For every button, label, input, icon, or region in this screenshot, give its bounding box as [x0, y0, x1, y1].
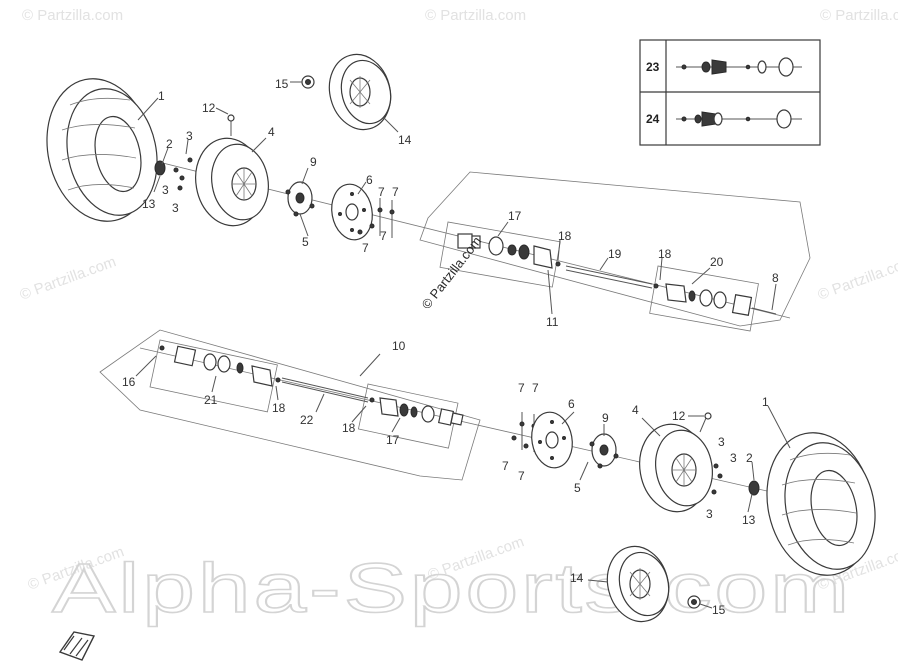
callout-3: 3: [172, 201, 179, 215]
callout-6: 6: [568, 397, 575, 411]
inset-item-23: 23: [646, 60, 660, 74]
lower-cv-joint-box: [149, 339, 278, 413]
callout-3: 3: [730, 451, 737, 465]
hub: [285, 181, 315, 217]
front-direction-arrow-icon: [58, 631, 96, 661]
valve-stem: [227, 114, 235, 136]
callout-7: 7: [502, 459, 509, 473]
lower-tire: [766, 432, 876, 576]
callout-15: 15: [275, 77, 289, 91]
callout-16: 16: [122, 375, 136, 389]
callout-3: 3: [162, 183, 169, 197]
callout-18: 18: [658, 247, 672, 261]
callout-14: 14: [398, 133, 412, 147]
callout-3: 3: [706, 507, 713, 521]
lower-brake-disc: [531, 411, 573, 469]
callout-7: 7: [532, 381, 539, 395]
cv-joint-lower: [369, 397, 464, 426]
callout-2: 2: [166, 137, 173, 151]
lug-nut: [301, 75, 315, 89]
cv-joint: [457, 233, 561, 269]
callout-3: 3: [718, 435, 725, 449]
watermark-partzilla-center: © Partzilla.com: [419, 234, 485, 312]
lower-lug-nut: [687, 595, 701, 609]
lower-valve-stem: [699, 412, 712, 433]
lower-hub: [589, 433, 619, 469]
callout-21: 21: [204, 393, 218, 407]
lower-cv-joint-box-right: [357, 383, 459, 449]
callout-7: 7: [362, 241, 369, 255]
upper-shaft-boundary: [419, 171, 811, 327]
watermark-partzilla: © Partzilla.com: [22, 7, 123, 24]
callout-1: 1: [762, 395, 769, 409]
callout-7: 7: [392, 185, 399, 199]
watermark-brand: Alpha-Sports.com: [52, 549, 852, 627]
callout-12: 12: [202, 101, 216, 115]
watermark-partzilla: © Partzilla.com: [816, 253, 898, 304]
callout-18: 18: [342, 421, 356, 435]
inset-table: 23 24: [639, 39, 821, 146]
callout-7: 7: [518, 381, 525, 395]
lower-spare-rim: [606, 545, 670, 623]
callout-22: 22: [300, 413, 314, 427]
inset-shaft-24: [676, 109, 802, 129]
hub-nut-parts: [154, 157, 193, 191]
callout-18: 18: [272, 401, 286, 415]
lower-assembly: 10 16 21 18 22 18 17 7 7 7 7 6 9 5 4 12 …: [99, 329, 876, 623]
callout-7: 7: [518, 469, 525, 483]
callout-17: 17: [508, 209, 522, 223]
lower-shaft-boundary: [99, 329, 481, 481]
callout-19: 19: [608, 247, 622, 261]
callout-8: 8: [772, 271, 779, 285]
lower-hub-nut-parts: [711, 463, 760, 496]
callout-1: 1: [158, 89, 165, 103]
brake-disc: [331, 183, 373, 241]
upper-cv-joint-box-right: [649, 265, 759, 332]
callout-4: 4: [268, 125, 275, 139]
callout-9: 9: [310, 155, 317, 169]
tire: [46, 78, 158, 222]
callout-5: 5: [574, 481, 581, 495]
watermark-partzilla: © Partzilla.com: [18, 253, 119, 304]
callout-10: 10: [392, 339, 406, 353]
cv-joint-inner: [159, 345, 281, 387]
callout-15: 15: [712, 603, 726, 617]
callout-7: 7: [380, 229, 387, 243]
callout-4: 4: [632, 403, 639, 417]
watermark-partzilla: © Partzilla.com: [425, 7, 526, 24]
callout-18: 18: [558, 229, 572, 243]
lower-callout-lines: [135, 353, 791, 609]
callout-3: 3: [186, 129, 193, 143]
cv-joint-outer: [653, 283, 777, 316]
callout-11: 11: [546, 315, 559, 329]
callout-13: 13: [742, 513, 756, 527]
wheel-rim: [195, 137, 269, 227]
callout-17: 17: [386, 433, 400, 447]
callout-14: 14: [570, 571, 584, 585]
callout-6: 6: [366, 173, 373, 187]
inset-item-24: 24: [646, 112, 660, 126]
callout-13: 13: [142, 197, 156, 211]
lower-wheel-rim: [639, 423, 713, 513]
watermark-partzilla: © Partzilla.com: [820, 7, 898, 24]
callout-20: 20: [710, 255, 724, 269]
inset-shaft-23: [676, 57, 802, 77]
upper-callout-lines: [137, 81, 777, 315]
bolts: [357, 198, 395, 238]
callout-12: 12: [672, 409, 686, 423]
spare-rim: [328, 53, 392, 131]
callout-9: 9: [602, 411, 609, 425]
callout-2: 2: [746, 451, 753, 465]
drive-shaft: [565, 265, 653, 289]
callout-7: 7: [378, 185, 385, 199]
lower-drive-shaft: [281, 377, 369, 403]
callout-5: 5: [302, 235, 309, 249]
